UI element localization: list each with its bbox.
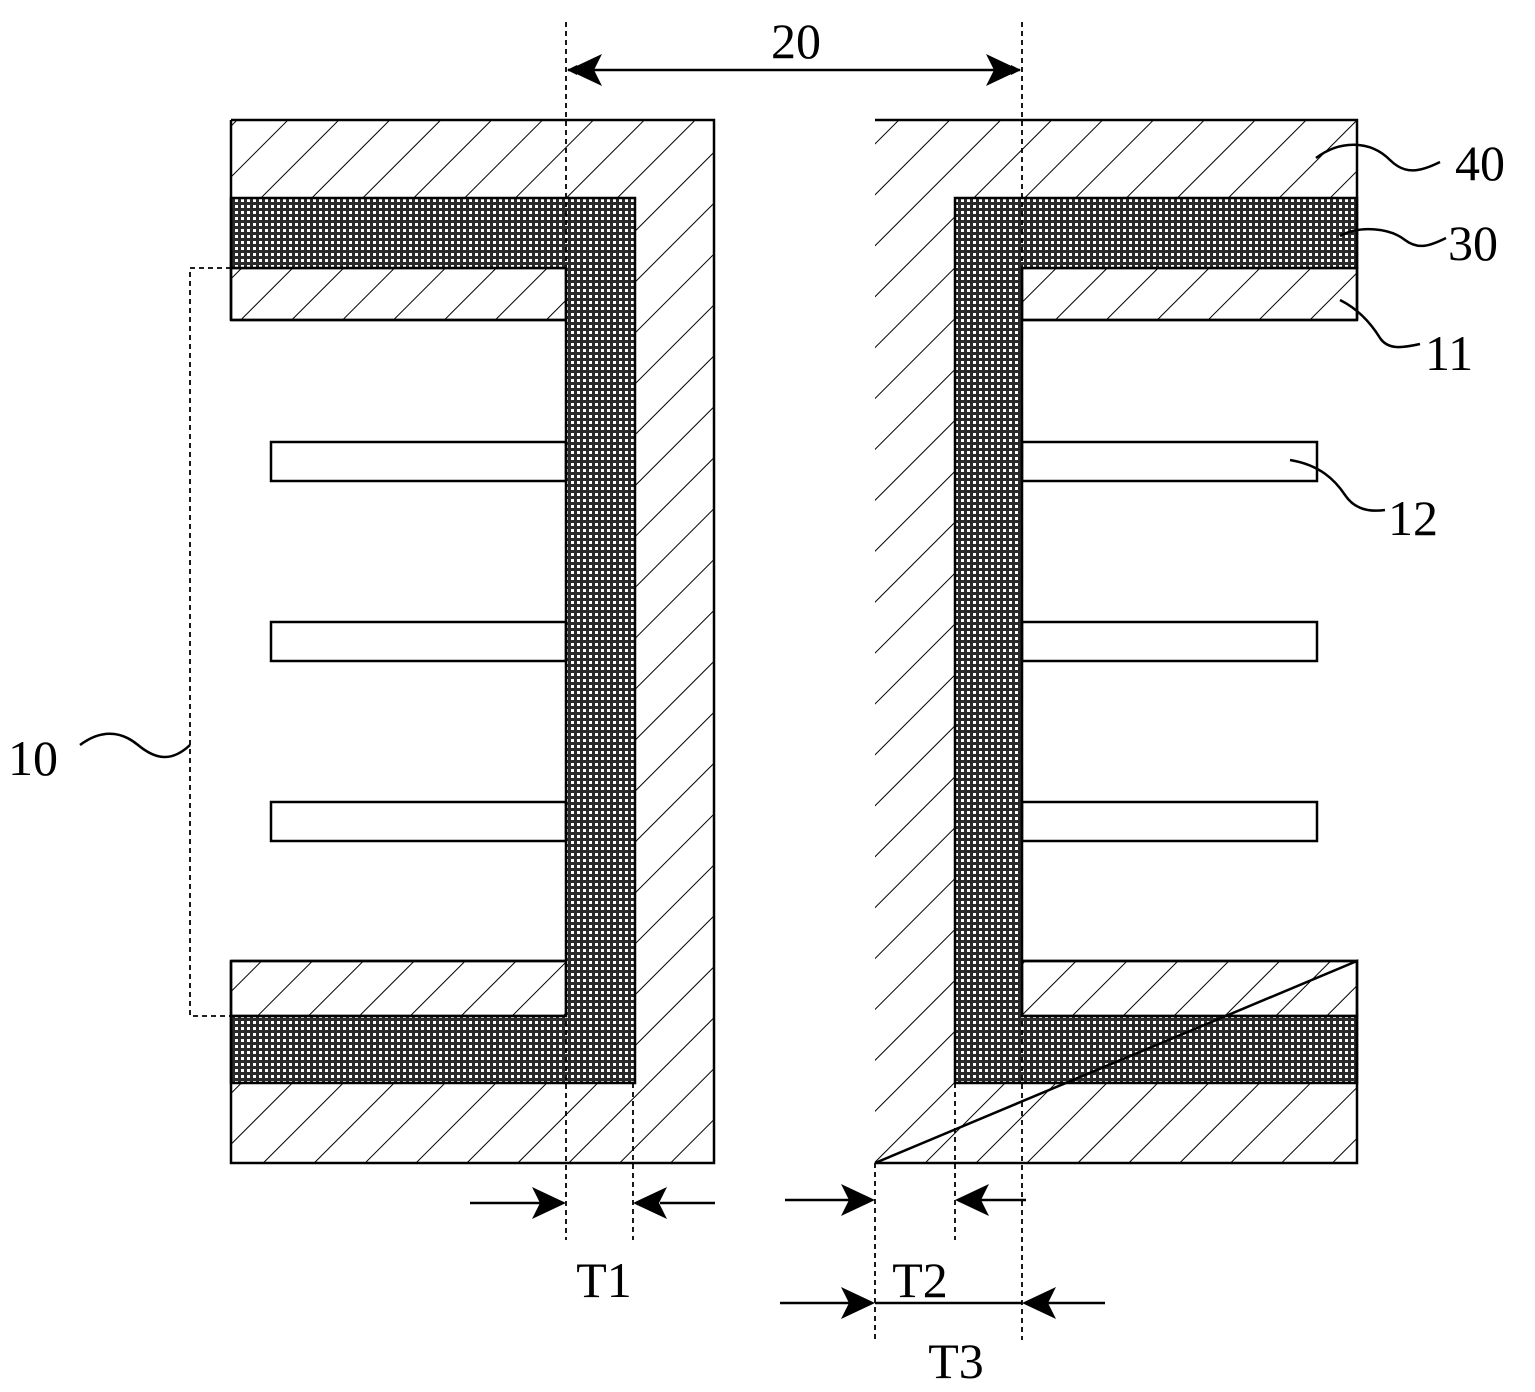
label-30: 30: [1448, 215, 1498, 271]
label-40: 40: [1455, 135, 1505, 191]
leader-lines: [79, 143, 1447, 759]
leader-30: [1339, 227, 1447, 248]
label-10: 10: [8, 730, 58, 786]
leader-12: [1289, 458, 1386, 512]
left-outline: [229, 118, 716, 1165]
dim-t2-left-head: [841, 1184, 875, 1216]
right-structure: [874, 118, 1359, 1165]
right-gate-layer-2: [1020, 620, 1319, 663]
labels: 20 40 30 11 12 10 T1 T2 T3: [8, 13, 1505, 1389]
label-11: 11: [1425, 325, 1473, 381]
left-gate-layer-2: [269, 620, 568, 663]
dim-t3-left-head: [841, 1287, 875, 1319]
leader-11: [1339, 298, 1421, 349]
label-t2: T2: [892, 1252, 948, 1308]
stack-bracket: [189, 267, 231, 1017]
right-gate-layer-3: [1020, 800, 1319, 843]
dashed-guides: [189, 22, 1023, 1340]
leader-40: [1315, 143, 1441, 172]
dim-t1-right-head: [633, 1187, 667, 1219]
dimension-arrows: [470, 54, 1105, 1319]
left-gate-layer-1: [269, 440, 568, 483]
label-t1: T1: [576, 1252, 632, 1308]
right-gate-layer-1: [1020, 440, 1319, 483]
left-gate-layer-3: [269, 800, 568, 843]
dim-t2-right-head: [955, 1184, 989, 1216]
dim-t1-left-head: [532, 1187, 566, 1219]
label-t3: T3: [928, 1333, 984, 1389]
label-12: 12: [1388, 490, 1438, 546]
dim-20-head-right: [986, 54, 1020, 86]
leader-10: [79, 732, 191, 759]
dim-t3-right-head: [1022, 1287, 1056, 1319]
label-20: 20: [771, 13, 821, 69]
right-outline: [874, 118, 1359, 1165]
dim-20-head-left: [568, 54, 602, 86]
left-interior-gap: [231, 320, 566, 961]
right-interior-gap: [1022, 320, 1357, 961]
left-structure: [229, 118, 716, 1165]
